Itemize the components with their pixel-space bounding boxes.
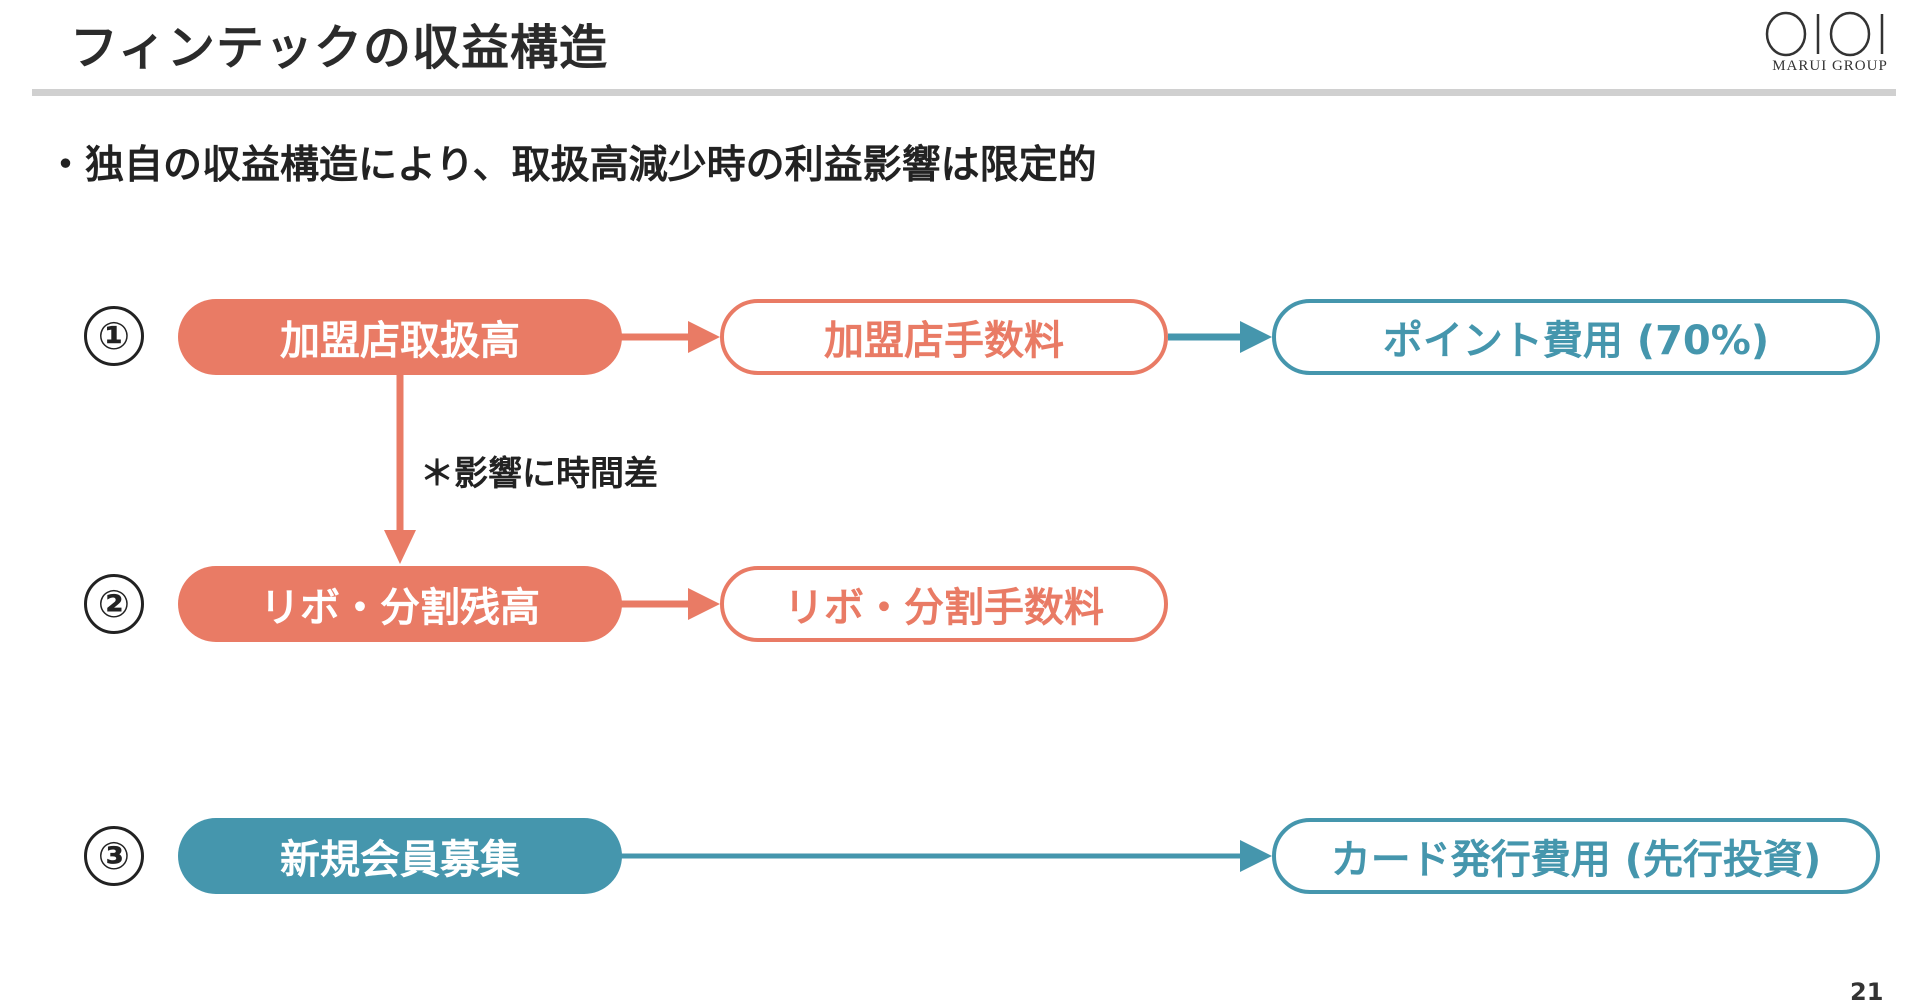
page-title: フィンテックの収益構造 [70, 20, 609, 76]
arrow-row1-source-to-revenue [620, 321, 720, 353]
arrow-row3-source-to-cost [620, 840, 1272, 872]
card-issuance-cost-box: カード発行費用 (先行投資) [1272, 818, 1880, 894]
point-cost-box: ポイント費用 (70%) [1272, 299, 1880, 375]
time-lag-note: ＊影響に時間差 [420, 454, 658, 494]
merchant-transaction-volume-box: 加盟店取扱高 [178, 299, 622, 375]
summary-bullet: ・独自の収益構造により、取扱高減少時の利益影響は限定的 [46, 143, 1097, 188]
arrow-row1-to-row2 [384, 375, 416, 564]
merchant-fee-box: 加盟店手数料 [720, 299, 1168, 375]
new-member-recruitment-box: 新規会員募集 [178, 818, 622, 894]
step-number-1: ① [84, 306, 144, 366]
revolving-installment-balance-box: リボ・分割残高 [178, 566, 622, 642]
arrow-row2-source-to-revenue [620, 588, 720, 620]
step-number-3: ③ [84, 826, 144, 886]
marui-group-logo: MARUI GROUP [1764, 8, 1896, 78]
arrow-row1-revenue-to-cost [1168, 321, 1272, 353]
revolving-installment-fee-box: リボ・分割手数料 [720, 566, 1168, 642]
header-rule [32, 89, 1896, 96]
page-number: 21 [1850, 978, 1884, 1006]
step-number-2: ② [84, 574, 144, 634]
oioi-logo-icon [1765, 11, 1884, 57]
logo-text: MARUI GROUP [1772, 58, 1888, 74]
